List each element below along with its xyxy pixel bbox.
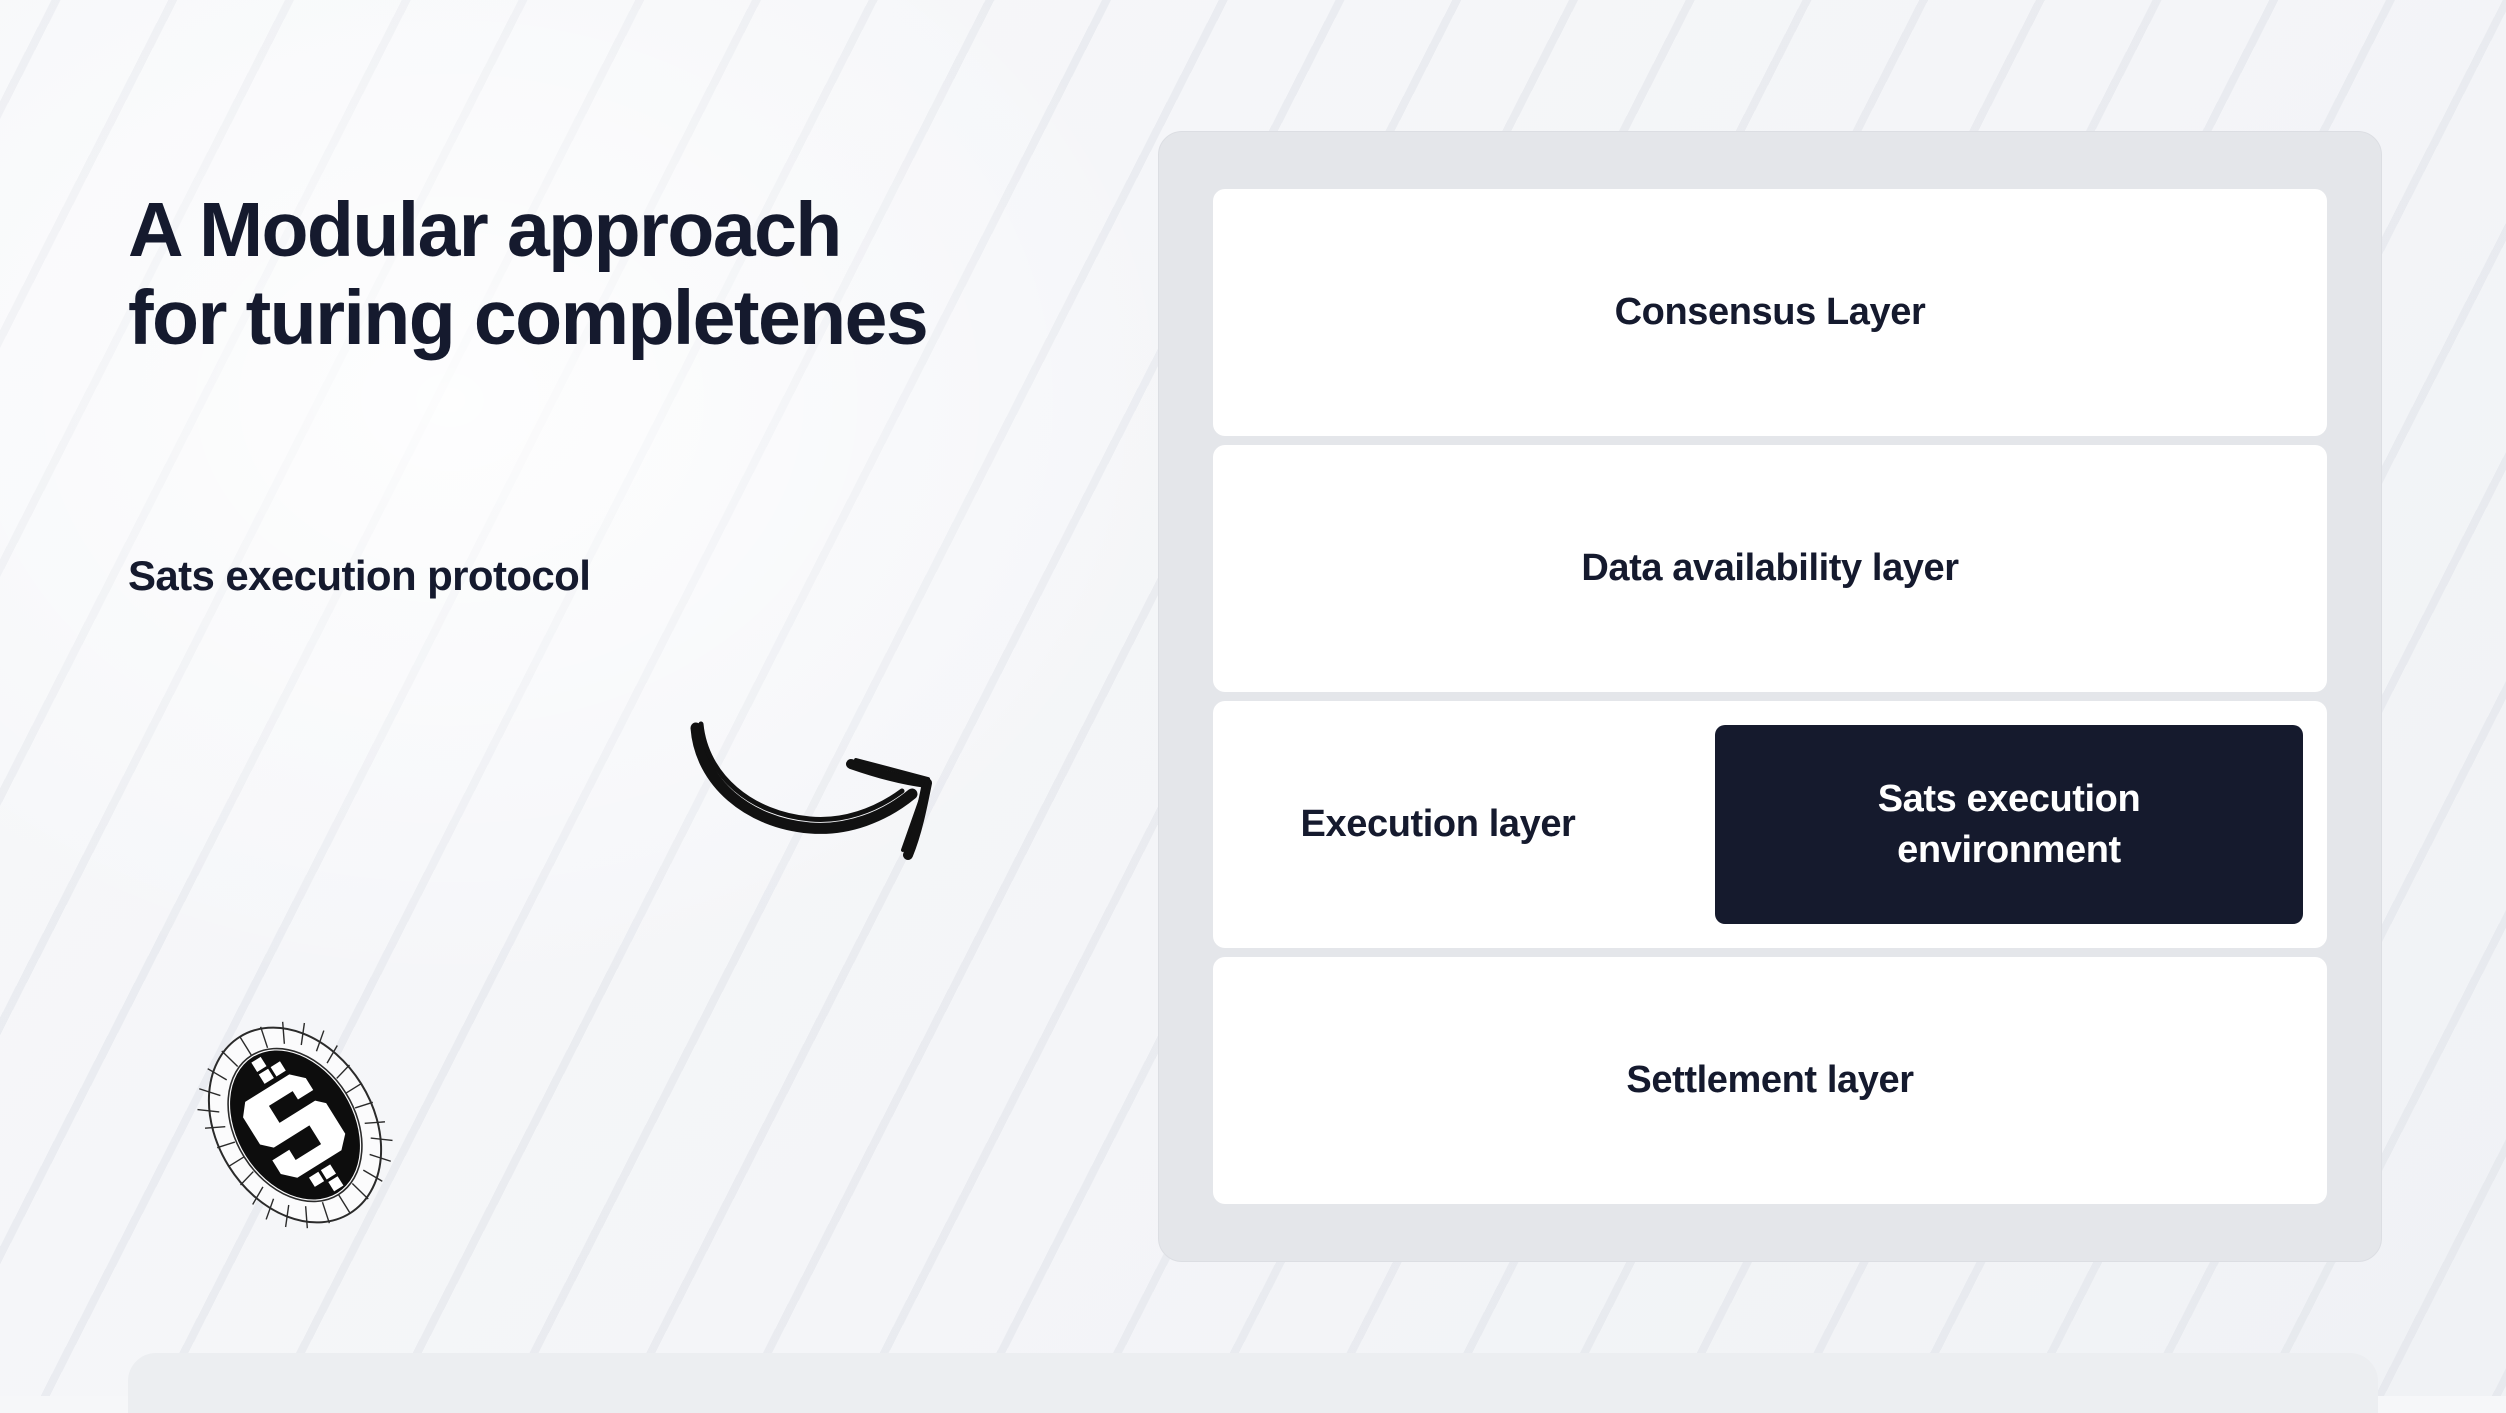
sats-execution-environment-badge[interactable]: Sats execution environment <box>1715 725 2303 924</box>
page-subtitle: Sats execution protocol <box>128 552 591 599</box>
consensus-layer-card[interactable]: Consensus Layer <box>1213 189 2327 436</box>
data-availability-layer-label: Data availability layer <box>1581 547 1959 589</box>
execution-layer-label: Execution layer <box>1300 803 1576 845</box>
curved-arrow-icon <box>670 690 970 870</box>
modular-stack-panel: Consensus Layer Data availability layer … <box>1158 131 2382 1262</box>
execution-layer-card[interactable]: Execution layer Sats execution environme… <box>1213 701 2327 948</box>
data-availability-layer-card[interactable]: Data availability layer <box>1213 445 2327 692</box>
settlement-layer-card[interactable]: Settlement layer <box>1213 957 2327 1204</box>
settlement-layer-label: Settlement layer <box>1626 1059 1914 1101</box>
page-title: A Modular approach for turing completene… <box>128 187 929 361</box>
sats-execution-environment-label: Sats execution environment <box>1877 777 2141 871</box>
consensus-layer-label: Consensus Layer <box>1614 291 1926 333</box>
sats-coin-logo <box>180 1000 410 1250</box>
